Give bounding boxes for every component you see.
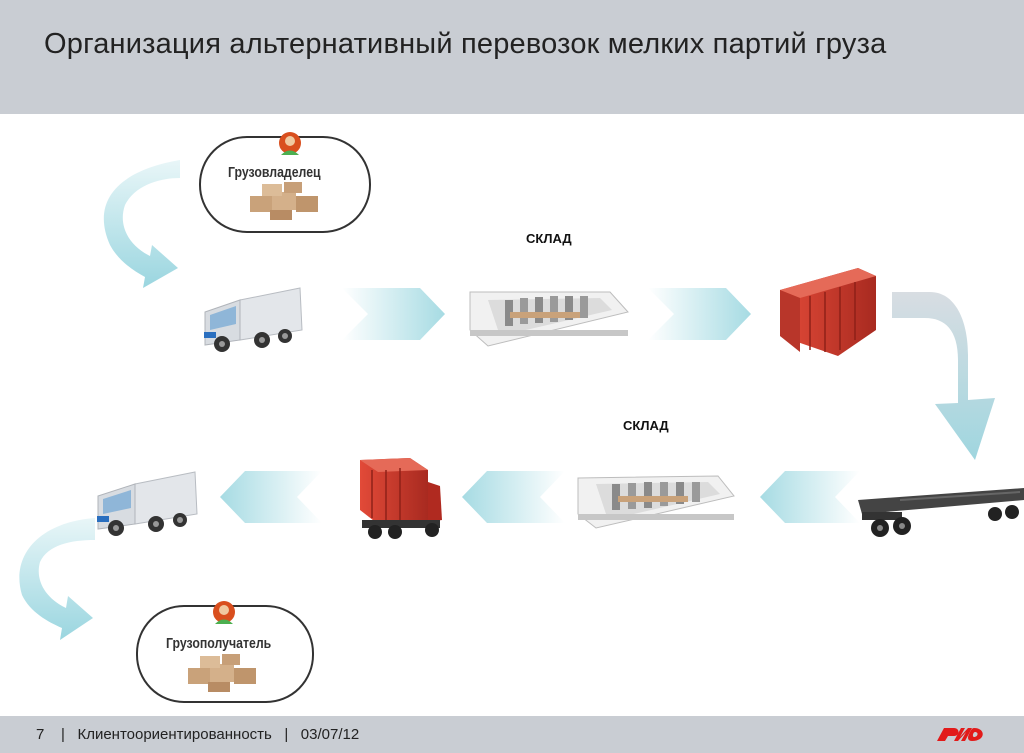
delivery-truck-icon bbox=[204, 287, 303, 352]
warehouse-icon bbox=[469, 291, 629, 347]
shipper-label: Грузовладелец bbox=[228, 164, 321, 181]
arrow-railcar-to-warehouse bbox=[760, 471, 860, 523]
arrow-warehouse-to-truck bbox=[462, 471, 565, 523]
arrow-down-right bbox=[892, 292, 995, 460]
railcar-icon bbox=[858, 488, 1024, 537]
arrow-truck-to-warehouse bbox=[342, 288, 445, 340]
person-icon bbox=[279, 132, 301, 155]
warehouse-bottom-label: СКЛАД bbox=[623, 418, 669, 433]
company-logo bbox=[937, 728, 983, 741]
page-title: Организация альтернативный перевозок мел… bbox=[44, 28, 887, 60]
header-bar: Организация альтернативный перевозок мел… bbox=[0, 0, 1024, 114]
delivery-truck-icon-bottom bbox=[97, 471, 198, 536]
footer-separator-2: | bbox=[284, 726, 289, 743]
footer-section: Клиентоориентированность bbox=[77, 726, 272, 743]
warehouse-top-label: СКЛАД bbox=[526, 231, 572, 246]
container-truck-icon bbox=[360, 458, 442, 539]
footer-date: 03/07/12 bbox=[300, 726, 360, 743]
boxes-icon-bottom bbox=[188, 654, 256, 692]
curved-arrow-bottom-left bbox=[19, 518, 95, 640]
person-icon-bottom bbox=[213, 601, 235, 624]
footer-text: 7 | Клиентоориентированность | 03/07/12 bbox=[36, 726, 359, 743]
boxes-icon bbox=[250, 182, 318, 220]
warehouse-icon-bottom bbox=[577, 475, 735, 529]
shipping-container-icon bbox=[780, 268, 876, 356]
page-number: 7 bbox=[36, 726, 45, 743]
consignee-label: Грузополучатель bbox=[166, 635, 272, 652]
footer-separator-1: | bbox=[61, 726, 65, 743]
arrow-truck-to-delivery bbox=[220, 471, 322, 523]
arrow-warehouse-to-container bbox=[648, 288, 751, 340]
footer-bar: 7 | Клиентоориентированность | 03/07/12 bbox=[0, 716, 1024, 753]
curved-arrow-top-left bbox=[103, 160, 180, 288]
